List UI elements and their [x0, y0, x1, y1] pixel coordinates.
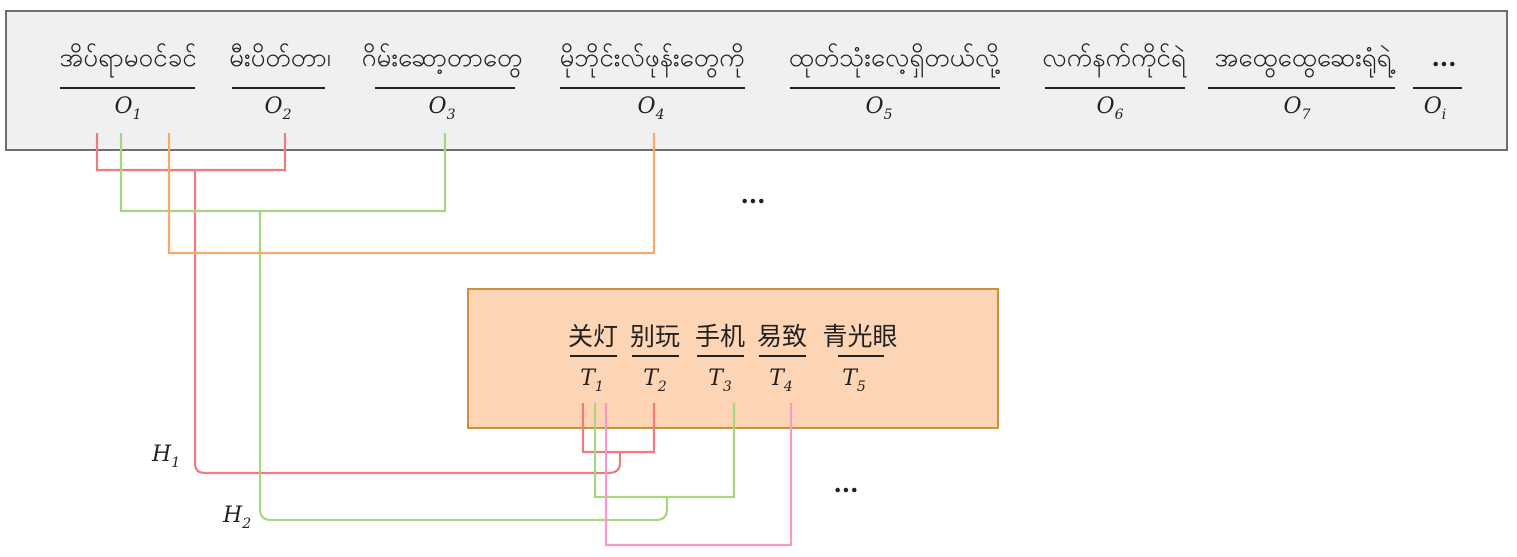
connector-t1-t4 — [604, 403, 793, 547]
source-token-text: မိုဘိုင်းလ်ဖုန်းတွေကို — [559, 42, 745, 78]
source-token-label: O7 — [1284, 94, 1311, 123]
target-token-label: T2 — [643, 366, 667, 395]
hidden-label-h1: H1 — [151, 442, 180, 471]
hidden-label-h2: H2 — [222, 503, 251, 532]
source-token: မီးပိတ်တာ၊ O2 — [229, 42, 331, 123]
target-token: 关灯 T1 — [568, 322, 618, 395]
source-token: ထုတ်သုံးလေ့ရှိတယ်လို့ O5 — [789, 42, 1001, 123]
source-token: အထွေထွေဆေးရုံရဲ့ O7 — [1208, 43, 1396, 123]
source-token-label: O2 — [265, 94, 292, 123]
target-token: 青光眼 T5 — [822, 322, 897, 395]
source-token-label: Oi — [1424, 94, 1447, 123]
connector-h1-path — [193, 170, 622, 475]
target-token-text: 手机 — [695, 322, 745, 351]
source-token-text: လက်နက်ကိုင်ရဲ — [1042, 42, 1188, 78]
target-token: 手机 T3 — [695, 322, 745, 395]
target-token: 别玩 T2 — [630, 322, 680, 395]
source-token: ... Oi — [1413, 43, 1462, 123]
source-token-label: O5 — [866, 94, 893, 123]
target-token-label: T5 — [842, 366, 866, 395]
source-token-text: မီးပိတ်တာ၊ — [229, 42, 331, 73]
target-token-text: 易致 — [757, 322, 807, 351]
source-tokens: အိပ်ရာမဝင်ခင် O1 မီးပိတ်တာ၊ O2 ဂိမ်းဆော့… — [59, 42, 1462, 123]
source-token: ဂိမ်းဆော့တာတွေ O3 — [362, 42, 523, 123]
connector-o1-o4 — [167, 133, 656, 255]
source-token: အိပ်ရာမဝင်ခင် O1 — [59, 42, 196, 123]
target-token-label: T1 — [580, 366, 604, 395]
connector-t1-t3 — [593, 403, 736, 499]
target-token-label: T4 — [769, 366, 793, 395]
source-token-text: အိပ်ရာမဝင်ခင် — [59, 42, 196, 78]
source-token-text: အထွေထွေဆေးရုံရဲ့ — [1214, 43, 1395, 78]
source-token-text: ဂိမ်းဆော့တာတွေ — [362, 42, 523, 78]
connector-t1-t2 — [581, 403, 656, 454]
source-token-label: O6 — [1097, 94, 1124, 123]
source-token: လက်နက်ကိုင်ရဲ O6 — [1042, 42, 1188, 123]
target-token-text: 青光眼 — [822, 322, 897, 351]
ellipsis-lower: ... — [833, 469, 858, 498]
connector-o1-o2 — [95, 133, 287, 172]
source-sentence-box — [5, 10, 1508, 151]
source-token-label: O4 — [638, 94, 665, 123]
connector-o1-o3 — [119, 133, 447, 213]
source-token-label: O3 — [429, 94, 456, 123]
alignment-connectors — [95, 133, 793, 547]
target-token-text: 别玩 — [630, 322, 680, 351]
source-token-label: O1 — [115, 94, 142, 123]
source-token: မိုဘိုင်းလ်ဖုန်းတွေကို O4 — [559, 42, 745, 123]
source-token-text: ... — [1431, 43, 1456, 72]
target-token: 易致 T4 — [757, 322, 807, 395]
target-token-label: T3 — [708, 366, 732, 395]
connector-h2-path — [258, 211, 669, 522]
source-token-text: ထုတ်သုံးလေ့ရှိတယ်လို့ — [789, 42, 1001, 78]
ellipsis-upper: ... — [740, 180, 765, 209]
target-token-text: 关灯 — [568, 322, 618, 351]
target-tokens: 关灯 T1 别玩 T2 手机 T3 易致 T4 青光眼 T5 — [568, 322, 898, 395]
